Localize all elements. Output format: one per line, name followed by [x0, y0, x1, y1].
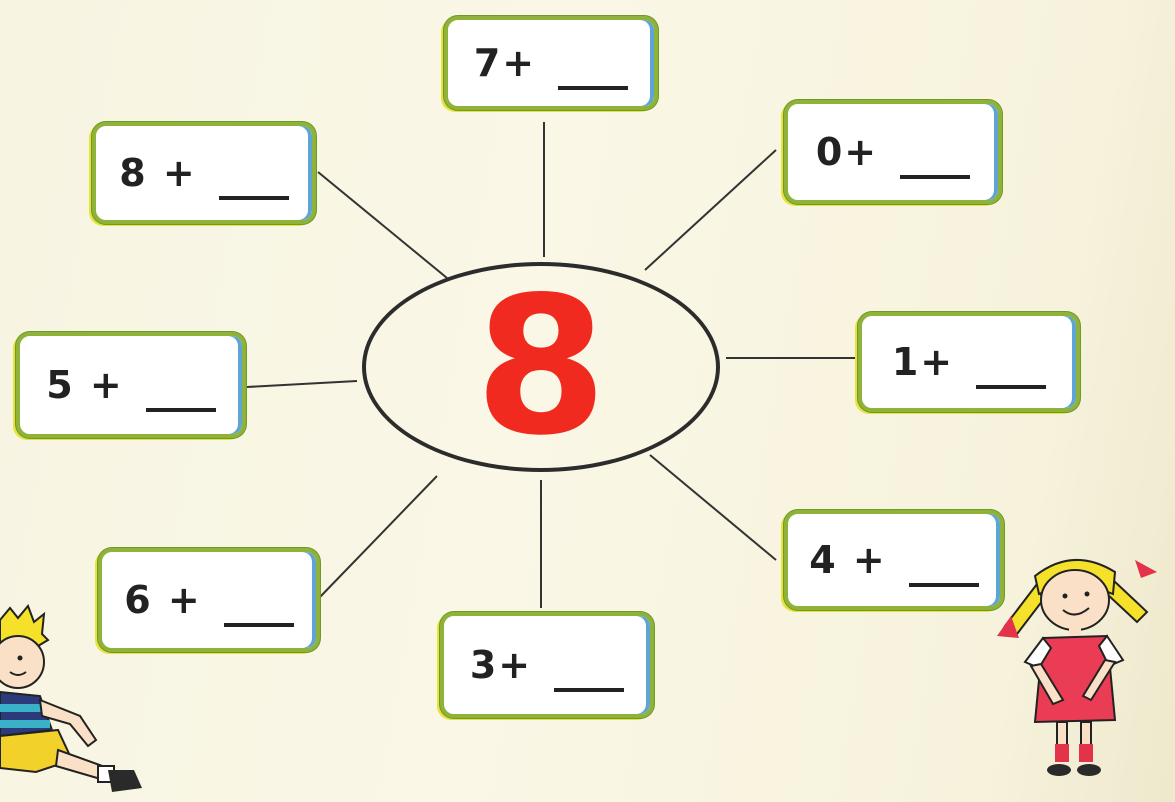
addend-label: 4 + [809, 538, 887, 582]
addition-box-top-left: 8 + [92, 122, 316, 224]
answer-blank[interactable] [900, 175, 970, 179]
connector-bottom-left [320, 476, 437, 597]
connector-top-right [645, 150, 776, 270]
addend-label: 5 + [46, 363, 124, 407]
addition-box-top: 7+ [444, 16, 658, 110]
addend-label: 8 + [119, 151, 197, 195]
addend-label: 7+ [474, 41, 536, 85]
girl-illustration [995, 544, 1170, 780]
answer-blank[interactable] [554, 688, 624, 692]
connector-left [247, 381, 357, 387]
addition-box-left: 5 + [16, 332, 246, 438]
answer-blank[interactable] [976, 385, 1046, 389]
answer-blank[interactable] [219, 196, 289, 200]
addition-box-bottom-right: 4 + [784, 510, 1004, 610]
addend-label: 3+ [470, 643, 532, 687]
addend-label: 1+ [892, 340, 954, 384]
boy-illustration [0, 600, 150, 800]
addition-box-top-right: 0+ [784, 100, 1002, 204]
answer-blank[interactable] [909, 583, 979, 587]
addition-box-bottom: 3+ [440, 612, 654, 718]
addend-label: 0+ [816, 130, 878, 174]
answer-blank[interactable] [558, 86, 628, 90]
answer-blank[interactable] [146, 408, 216, 412]
answer-blank[interactable] [224, 623, 294, 627]
addition-box-right: 1+ [858, 312, 1080, 412]
center-number: 8 [362, 262, 720, 472]
